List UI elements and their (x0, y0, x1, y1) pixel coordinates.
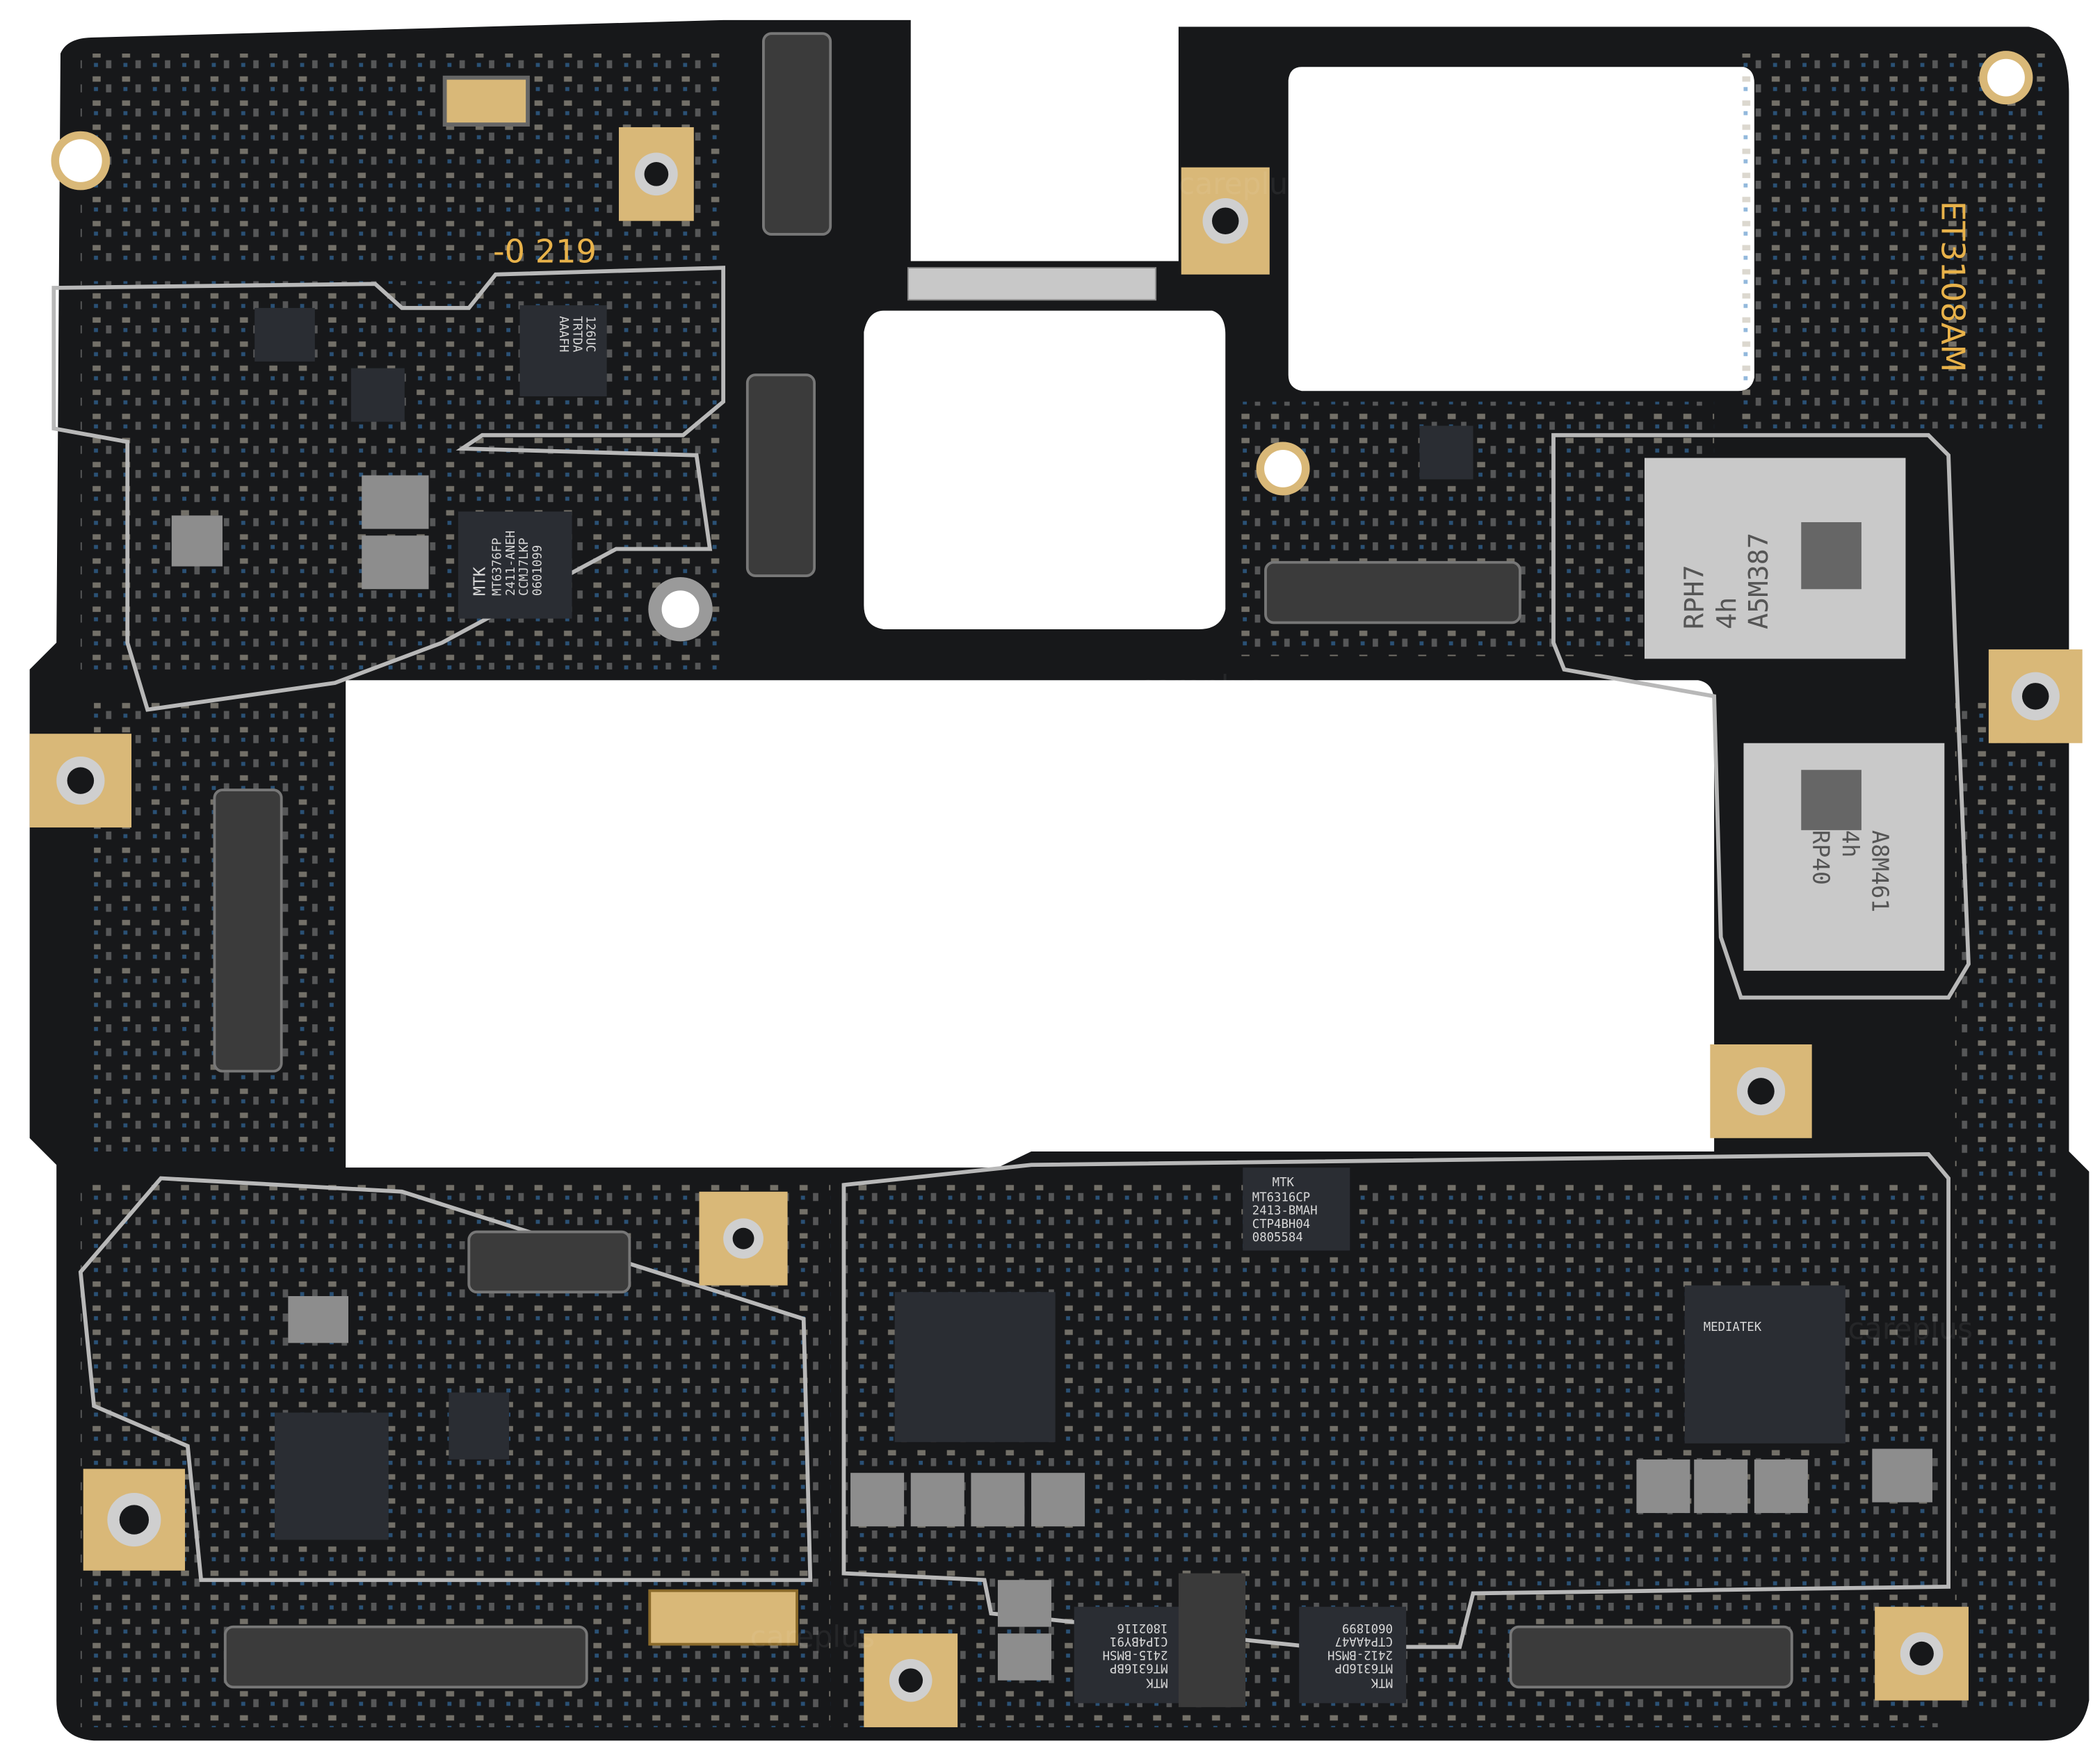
memory-chip-rph7: RPH7 4h A5M387 (1644, 458, 1906, 659)
memory-chip-rp40: A8M461 4h RP40 (1743, 743, 1945, 971)
chip-126uc: 126UC TRTDA AAAFH (519, 305, 607, 396)
inductors (171, 475, 1932, 1681)
soc-mediatek-chip: MEDIATEK (1684, 1285, 1845, 1444)
svg-text:careplus: careplus (1848, 1312, 1973, 1346)
pmic-mt6316bp-chip: MTK MT6316BP 2415-BMSH C1P4BY91 1802116 (1074, 1606, 1181, 1704)
soc-chip-left (894, 1292, 1056, 1442)
svg-text:MTK MT6316DP 2412-: MTK MT6316DP 2412-BMSH CTP4AA47 0601899 (1320, 1621, 1393, 1690)
svg-text:A8M461 4h RP40: A8M461 4h RP40 (1808, 830, 1893, 926)
watermark: careplus careplus careplus careplus (750, 167, 1973, 1654)
mounting-pads (29, 127, 2083, 1728)
silkscreen-rev-label: -0 219 (493, 232, 597, 270)
pmic-mt6376-chip: MTK MT6376FP 2411-ANEH CCMJ7LKP 0601099 (458, 511, 572, 619)
svg-text:RPH7 4h A5M387: RPH7 4h A5M387 (1679, 533, 1775, 629)
svg-text:careplus: careplus (1179, 167, 1303, 201)
board-connectors (213, 32, 1793, 1689)
shield-frame-traces (51, 266, 1971, 1649)
silkscreen-model-label: ET3108AM (1934, 201, 1971, 372)
screw-holes (51, 51, 2033, 642)
microphone (442, 75, 530, 127)
pmic-mt6316cp-chip: MTK MT6316CP 2413-BMAH CTP4BH04 0805584 (1243, 1167, 1350, 1251)
svg-text:MTK MT6316BP 2415-: MTK MT6316BP 2415-BMSH C1P4BY91 1802116 (1095, 1621, 1168, 1690)
svg-text:careplus: careplus (1138, 669, 1263, 703)
svg-text:MEDIATEK: MEDIATEK (1704, 1320, 1762, 1334)
metal-bridge (907, 267, 1157, 301)
pmic-mt6316dp-chip: MTK MT6316DP 2412-BMSH CTP4AA47 0601899 (1299, 1606, 1407, 1704)
svg-text:MTK MT6376FP 2411-: MTK MT6376FP 2411-ANEH CCMJ7LKP 0601099 (471, 524, 544, 596)
svg-text:MTK MT6316CP 2413-: MTK MT6316CP 2413-BMAH CTP4BH04 0805584 (1252, 1176, 1325, 1245)
misc-chips (255, 307, 1473, 1708)
svg-text:126UC TRTDA AAAFH: 126UC TRTDA AAAFH (556, 316, 597, 359)
svg-text:careplus: careplus (750, 1620, 875, 1654)
